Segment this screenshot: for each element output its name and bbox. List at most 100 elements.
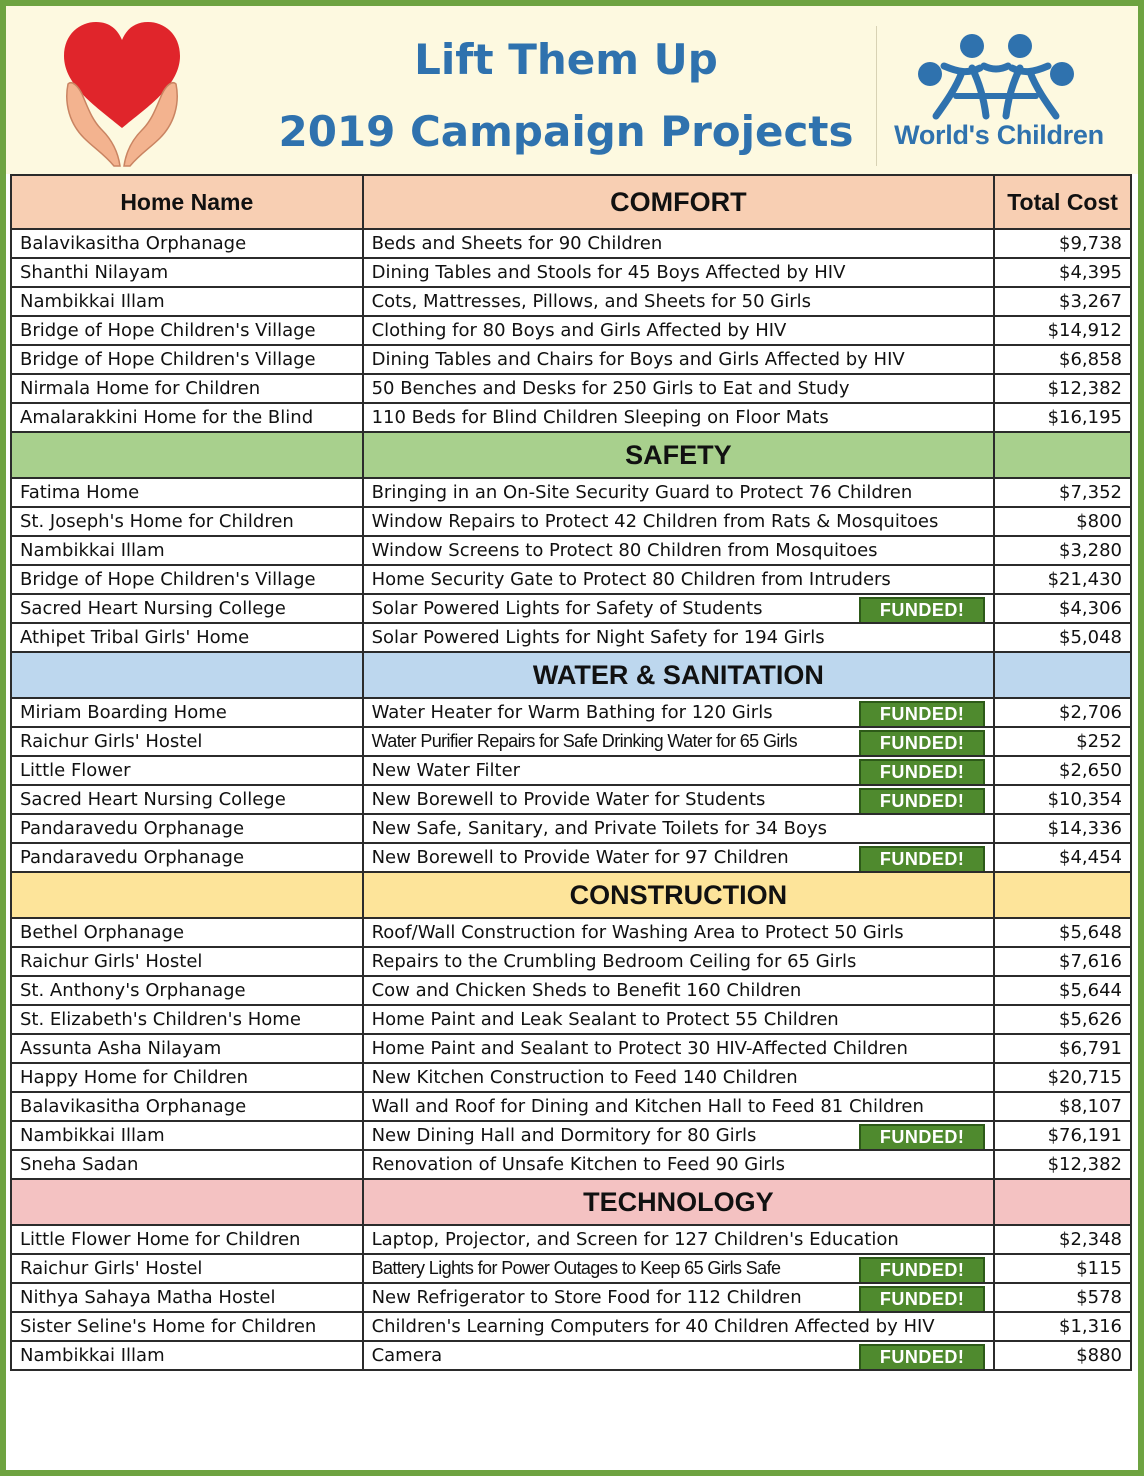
home-name-cell: Bridge of Hope Children's Village [10,564,364,595]
home-name-cell: Balavikasitha Orphanage [10,228,364,259]
total-cost-cell: $12,382 [993,1149,1132,1180]
home-name-cell: St. Joseph's Home for Children [10,506,364,537]
project-description: Bringing in an On-Site Security Guard to… [371,482,913,503]
project-cell: Dining Tables and Chairs for Boys and Gi… [361,344,996,375]
home-name-cell: Fatima Home [10,477,364,508]
funded-badge: FUNDED! [859,759,986,783]
funded-badge: FUNDED! [859,1344,986,1368]
project-description: New Borewell to Provide Water for 97 Chi… [371,847,789,868]
home-name-cell: Bethel Orphanage [10,917,364,948]
funded-badge: FUNDED! [859,1257,986,1281]
section-title: SAFETY [361,431,996,479]
home-name-cell: Pandaravedu Orphanage [10,842,364,873]
section-title-comfort: COMFORT [361,174,996,230]
total-cost-cell: $12,382 [993,373,1132,404]
project-description: Home Paint and Sealant to Protect 30 HIV… [371,1038,908,1059]
project-cell: Dining Tables and Stools for 45 Boys Aff… [361,257,996,288]
table-row: Nambikkai Illam Camera FUNDED! $880 [10,1340,1132,1371]
project-description: New Safe, Sanitary, and Private Toilets … [371,818,828,839]
worlds-children-logo-icon [918,34,1074,120]
project-cell: Home Security Gate to Protect 80 Childre… [361,564,996,595]
total-cost-cell: $115 [993,1253,1132,1284]
total-cost-cell: $16,195 [993,402,1132,433]
total-cost-cell: $4,454 [993,842,1132,873]
funded-badge: FUNDED! [859,1124,986,1148]
section-header-row: WATER & SANITATION [10,651,1132,699]
project-cell: New Borewell to Provide Water for Studen… [361,784,996,815]
total-cost-cell: $3,280 [993,535,1132,566]
total-cost-cell: $9,738 [993,228,1132,259]
project-description: 50 Benches and Desks for 250 Girls to Ea… [371,378,850,399]
project-description: Battery Lights for Power Outages to Keep… [371,1258,781,1278]
total-cost-cell: $5,644 [993,975,1132,1006]
column-header-home-name: Home Name [10,174,364,230]
section-header-blank [993,431,1132,479]
home-name-cell: Raichur Girls' Hostel [10,946,364,977]
section-title: WATER & SANITATION [361,651,996,699]
home-name-cell: St. Elizabeth's Children's Home [10,1004,364,1035]
total-cost-cell: $6,858 [993,344,1132,375]
project-cell: Battery Lights for Power Outages to Keep… [361,1253,996,1284]
home-name-cell: Athipet Tribal Girls' Home [10,622,364,653]
table-row: Nambikkai Illam Window Screens to Protect… [10,535,1132,566]
project-description: New Water Filter [371,760,521,781]
home-name-cell: Little Flower Home for Children [10,1224,364,1255]
project-cell: Water Purifier Repairs for Safe Drinking… [361,726,996,757]
table-row: Raichur Girls' Hostel Battery Lights for … [10,1253,1132,1284]
section-header-blank [993,871,1132,919]
project-cell: New Safe, Sanitary, and Private Toilets … [361,813,996,844]
total-cost-cell: $10,354 [993,784,1132,815]
funded-badge: FUNDED! [859,730,986,754]
home-name-cell: Balavikasitha Orphanage [10,1091,364,1122]
project-description: Dining Tables and Chairs for Boys and Gi… [371,349,905,370]
total-cost-cell: $7,616 [993,946,1132,977]
home-name-cell: Raichur Girls' Hostel [10,1253,364,1284]
project-description: Camera [371,1345,443,1366]
home-name-cell: Nambikkai Illam [10,1120,364,1151]
project-cell: Beds and Sheets for 90 Children [361,228,996,259]
project-description: Clothing for 80 Boys and Girls Affected … [371,320,787,341]
total-cost-cell: $578 [993,1282,1132,1313]
project-cell: Children's Learning Computers for 40 Chi… [361,1311,996,1342]
title-line-1: Lift Them Up [414,35,718,84]
project-description: Window Screens to Protect 80 Children fr… [371,540,878,561]
total-cost-cell: $76,191 [993,1120,1132,1151]
project-cell: Solar Powered Lights for Safety of Stude… [361,593,996,624]
project-cell: Laptop, Projector, and Screen for 127 Ch… [361,1224,996,1255]
project-cell: Solar Powered Lights for Night Safety fo… [361,622,996,653]
total-cost-cell: $252 [993,726,1132,757]
section-header-blank [10,1178,364,1226]
project-cell: 50 Benches and Desks for 250 Girls to Ea… [361,373,996,404]
section-title: TECHNOLOGY [361,1178,996,1226]
table-row: Pandaravedu Orphanage New Borewell to Pro… [10,842,1132,873]
total-cost-cell: $880 [993,1340,1132,1371]
home-name-cell: Nambikkai Illam [10,1340,364,1371]
total-cost-cell: $5,626 [993,1004,1132,1035]
funded-badge: FUNDED! [859,701,986,725]
table-row: St. Joseph's Home for Children Window Rep… [10,506,1132,537]
total-cost-cell: $5,048 [993,622,1132,653]
home-name-cell: Nambikkai Illam [10,535,364,566]
project-cell: Window Screens to Protect 80 Children fr… [361,535,996,566]
logo-text: World's Children [894,120,1104,150]
logo-divider [876,26,877,166]
home-name-cell: Sister Seline's Home for Children [10,1311,364,1342]
total-cost-cell: $14,912 [993,315,1132,346]
project-description: Window Repairs to Protect 42 Children fr… [371,511,939,532]
